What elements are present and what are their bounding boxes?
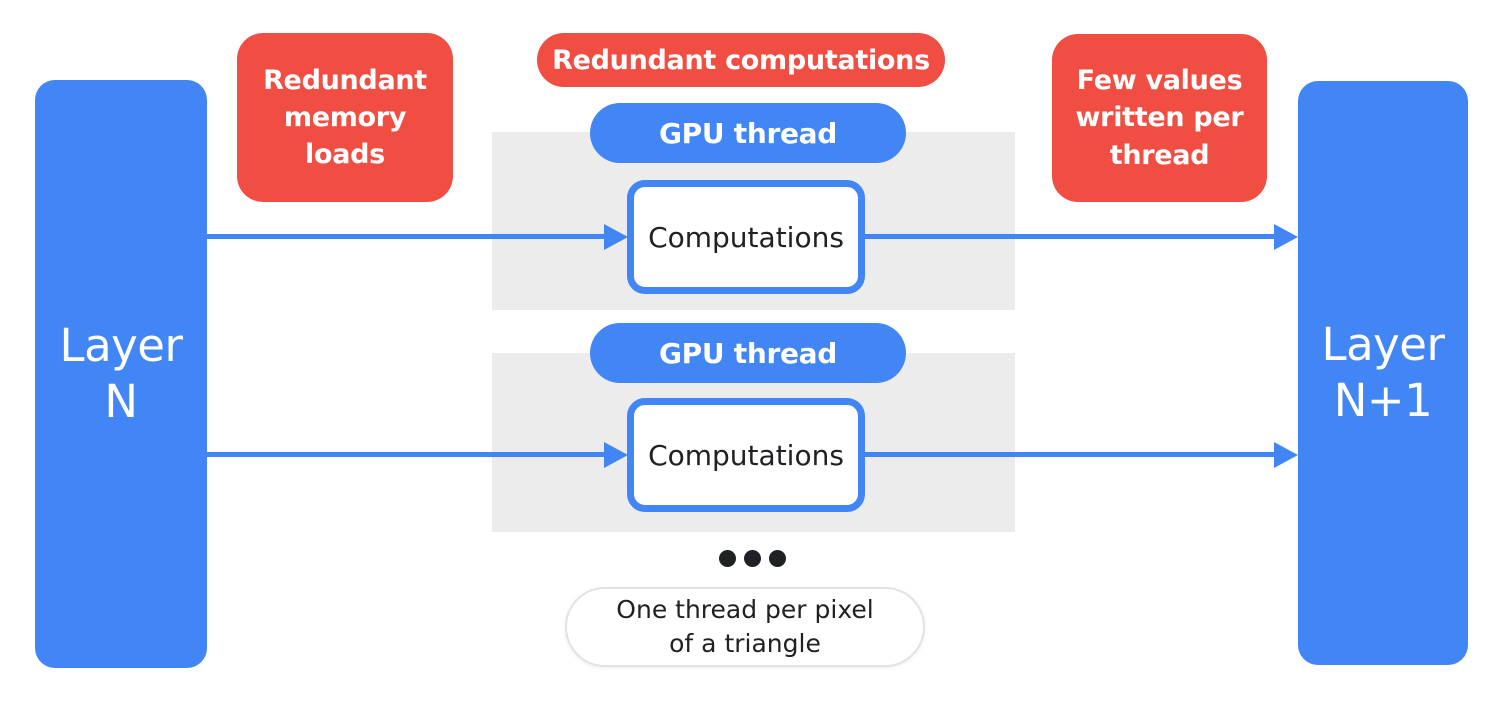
- layer-n-label-line1: Layer: [59, 318, 183, 372]
- ellipsis-dot: [769, 550, 786, 567]
- redundant-computations-badge: Redundant computations: [537, 33, 945, 87]
- gpu-thread-pill-1: GPU thread: [590, 103, 906, 163]
- arrow-line-layerN-to-comp2: [207, 452, 607, 457]
- memory-badge-line1: Redundant: [263, 64, 427, 96]
- ellipsis-dots: [719, 550, 786, 567]
- layer-n1-label-line2: N+1: [1333, 374, 1433, 427]
- ellipsis-dot: [744, 550, 761, 567]
- few-values-badge-line3: thread: [1109, 139, 1210, 171]
- ellipsis-dot: [719, 550, 736, 567]
- computations-box-2: Computations: [627, 398, 865, 512]
- caption-pill: One thread per pixel of a triangle: [565, 587, 925, 667]
- memory-badge-line3: loads: [305, 139, 385, 171]
- arrowhead-into-comp1-icon: [604, 224, 628, 250]
- few-values-written-badge: Few values written per thread: [1052, 34, 1267, 202]
- few-values-badge-line1: Few values: [1076, 65, 1243, 97]
- gpu-thread-pill-2: GPU thread: [590, 323, 906, 383]
- arrow-line-layerN-to-comp1: [207, 234, 607, 239]
- caption-line2: of a triangle: [669, 629, 821, 658]
- layer-n1-label-line1: Layer: [1321, 317, 1445, 371]
- redundant-memory-loads-badge: Redundant memory loads: [237, 33, 453, 202]
- caption-line1: One thread per pixel: [616, 595, 874, 624]
- arrowhead-into-layerN1-top-icon: [1274, 224, 1298, 250]
- arrow-line-comp1-to-layerN1: [860, 234, 1276, 239]
- few-values-badge-line2: written per: [1075, 102, 1244, 134]
- memory-badge-line2: memory: [283, 101, 407, 133]
- arrowhead-into-layerN1-bottom-icon: [1274, 442, 1298, 468]
- computations-box-1: Computations: [627, 180, 865, 294]
- arrow-line-comp2-to-layerN1: [860, 452, 1276, 457]
- layer-n-plus-1-box: Layer N+1: [1298, 81, 1468, 665]
- arrowhead-into-comp2-icon: [604, 442, 628, 468]
- layer-n-label-line2: N: [104, 375, 138, 428]
- layer-n-box: Layer N: [35, 80, 207, 668]
